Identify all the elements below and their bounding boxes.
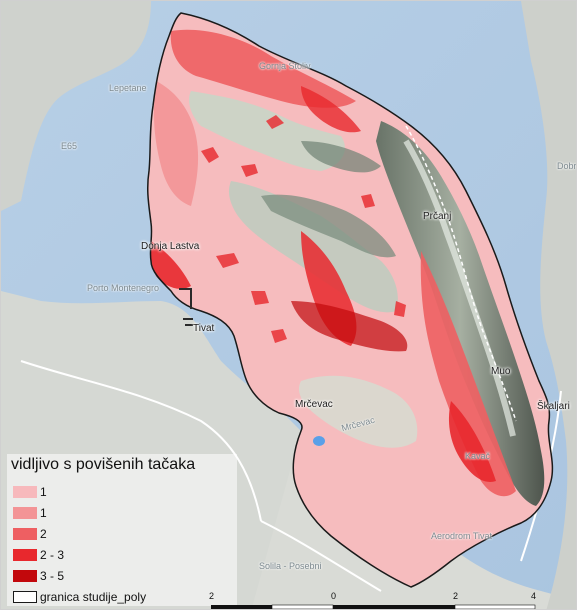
ridge-east: [376, 121, 545, 506]
legend-title: vidljivo s povišenih tačaka: [11, 456, 196, 473]
road-label-e65: E65: [61, 141, 78, 151]
visibility-zone-west: [150, 241, 191, 289]
hill-shade-south: [298, 375, 418, 448]
legend-item-5: 3 - 5: [13, 568, 64, 584]
scale-label: 2: [453, 591, 459, 601]
scale-bar: 2 0 2 4: [201, 591, 541, 609]
ridge-east-highlight: [403, 139, 516, 437]
legend-swatch: [13, 570, 37, 582]
ridge-north-stripe: [301, 141, 381, 173]
place-label-skaljari: Škaljari: [537, 401, 570, 412]
visibility-zone-north-east: [301, 86, 361, 133]
map-legend: vidljivo s povišenih tačaka 1 1 2 2 - 3 …: [7, 454, 237, 606]
place-label-prcanj: Prčanj: [423, 211, 452, 222]
legend-label: 1: [40, 485, 47, 499]
study-area-boundary: [147, 12, 554, 588]
scale-segment: [333, 605, 455, 609]
place-label-mrcevac: Mrčevac: [295, 399, 333, 410]
visibility-specks: [201, 115, 406, 343]
scale-label: 0: [331, 591, 337, 601]
scale-segment: [271, 604, 334, 609]
legend-label: 3 - 5: [40, 569, 65, 583]
place-label-solila: Solila - Posebni: [259, 561, 322, 571]
legend-item-2: 1: [13, 505, 47, 521]
hill-shade-north: [189, 91, 345, 171]
legend-item-6: granica studije_poly: [13, 589, 146, 605]
place-label-donja-lastva: Donja Lastva: [141, 241, 200, 252]
visibility-zone-southeast: [448, 401, 496, 482]
legend-label: 1: [40, 506, 47, 520]
place-label-aerodrom: Aerodrom Tivat: [431, 531, 493, 541]
visibility-zone-north: [170, 29, 356, 108]
place-label-porto-montenegro: Porto Montenegro: [87, 283, 160, 293]
scale-bar-graphic: [211, 604, 536, 609]
scale-label: 2: [209, 591, 215, 601]
marina-piers: [179, 288, 193, 326]
road-south: [260, 520, 382, 592]
legend-item-3: 2: [13, 526, 47, 542]
legend-item-1: 1: [13, 484, 47, 500]
legend-swatch: [13, 591, 37, 603]
visibility-zone-east-band: [420, 251, 516, 497]
scale-segment: [211, 605, 272, 609]
legend-swatch: [13, 486, 37, 498]
place-label-tivat: Tivat: [193, 323, 215, 334]
ridge-mid: [261, 194, 396, 258]
place-label-stone: Gornja Stoliv: [259, 61, 311, 71]
legend-swatch: [13, 549, 37, 561]
place-label-lepetane: Lepetane: [109, 83, 147, 93]
road-ridge: [405, 125, 517, 422]
place-label-muo: Muo: [491, 366, 511, 377]
scale-label: 4: [531, 591, 537, 601]
pond: [313, 436, 325, 446]
legend-item-4: 2 - 3: [13, 547, 64, 563]
legend-label: granica studije_poly: [40, 590, 147, 604]
land-west: [1, 1, 151, 211]
road-west: [20, 360, 262, 522]
visibility-zone-central-cluster: [291, 301, 408, 352]
legend-swatch: [13, 528, 37, 540]
place-label-dobrota: Dobrota: [557, 161, 577, 171]
scale-segment: [454, 604, 536, 609]
legend-label: 2 - 3: [40, 548, 65, 562]
legend-label: 2: [40, 527, 47, 541]
place-label-kavac: Kavač: [465, 451, 491, 461]
land-east: [521, 1, 576, 609]
legend-swatch: [13, 507, 37, 519]
visibility-zone-northwest: [153, 81, 199, 206]
